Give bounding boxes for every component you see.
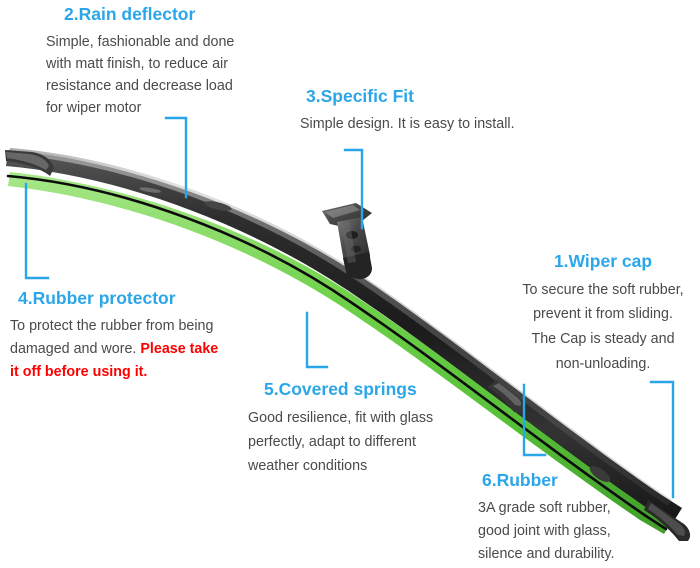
callout-title-covered-springs: 5.Covered springs <box>264 379 417 399</box>
rubber-protector-detail <box>136 186 168 196</box>
callout-title-rain-deflector: 2.Rain deflector <box>64 4 196 24</box>
callout-warning-text: Please take <box>140 340 219 357</box>
callout-line: weather conditions <box>248 457 368 474</box>
covered-spring-detail <box>204 201 232 211</box>
rubber-protector-shine <box>139 187 161 193</box>
callout-rubber-protector: 4.Rubber protector To protect the rubber… <box>10 288 260 384</box>
callout-line: perfectly, adapt to different <box>248 433 416 450</box>
callout-warning-text: it off before using it. <box>10 363 148 380</box>
leader-line-2 <box>164 116 188 199</box>
callout-rubber: 6.Rubber 3A grade soft rubber, good join… <box>478 470 693 566</box>
callout-line: silence and durability. <box>478 545 615 562</box>
callout-body-rubber: 3A grade soft rubber, good joint with gl… <box>478 497 693 566</box>
callout-body-rain-deflector: Simple, fashionable and done with matt f… <box>46 31 314 120</box>
callout-rain-deflector: 2.Rain deflector Simple, fashionable and… <box>46 4 314 120</box>
callout-line: non-unloading. <box>555 355 651 372</box>
callout-line: prevent it from sliding. <box>533 306 673 323</box>
wiper-cap-detail <box>488 380 526 413</box>
callout-line: The Cap is steady and <box>531 331 675 348</box>
callout-covered-springs: 5.Covered springs Good resilience, fit w… <box>248 379 488 478</box>
callout-title-wiper-cap: 1.Wiper cap <box>553 251 653 271</box>
left-end-cap-shine <box>6 152 49 170</box>
callout-title-rubber-protector: 4.Rubber protector <box>18 288 176 308</box>
callout-line: To protect the rubber from being <box>10 317 214 334</box>
callout-line: Simple, fashionable and done <box>46 33 235 50</box>
callout-wiper-cap: 1.Wiper cap To secure the soft rubber, p… <box>506 251 700 376</box>
callout-line: good joint with glass, <box>478 522 611 539</box>
adapter-clip <box>322 203 372 280</box>
leader-line-5b <box>522 383 547 457</box>
callout-line: with matt finish, to reduce air <box>46 56 228 73</box>
callout-line: for wiper motor <box>46 100 142 117</box>
callout-line: 3A grade soft rubber, <box>478 499 611 516</box>
leader-line-4 <box>24 182 50 280</box>
callout-body-covered-springs: Good resilience, fit with glass perfectl… <box>248 406 488 478</box>
callout-title-rubber: 6.Rubber <box>482 470 558 490</box>
leader-line-5a <box>305 311 329 369</box>
callout-body-rubber-protector: To protect the rubber from being damaged… <box>10 315 260 384</box>
left-end-cap <box>5 150 54 176</box>
callout-line: resistance and decrease load <box>46 78 233 95</box>
leader-line-3 <box>343 148 364 230</box>
callout-line: Good resilience, fit with glass <box>248 409 434 426</box>
callout-line: damaged and wore. <box>10 340 141 357</box>
callout-specific-fit: 3.Specific Fit Simple design. It is easy… <box>300 86 600 135</box>
callout-line: Simple design. It is easy to install. <box>300 115 515 132</box>
callout-body-specific-fit: Simple design. It is easy to install. <box>300 113 600 135</box>
callout-title-specific-fit: 3.Specific Fit <box>306 86 414 106</box>
callout-body-wiper-cap: To secure the soft rubber, prevent it fr… <box>506 278 700 376</box>
callout-line: To secure the soft rubber, <box>522 281 684 298</box>
